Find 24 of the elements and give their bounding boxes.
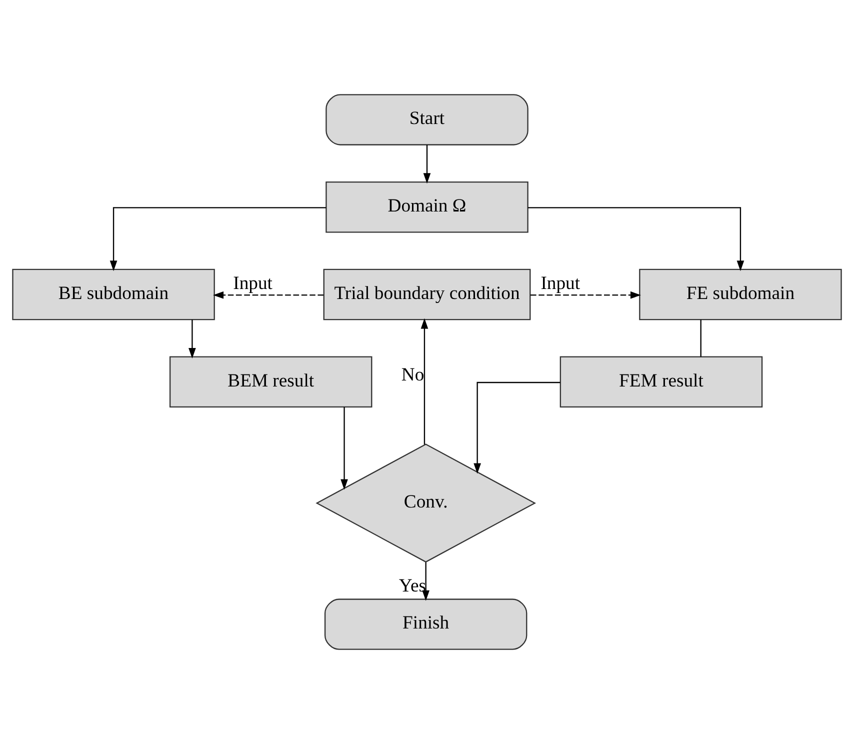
node-box: Trial boundary condition (323, 268, 531, 320)
node-box: Finish (324, 598, 528, 650)
node-box: FEM result (560, 356, 763, 408)
arrow (528, 207, 744, 272)
arrow (474, 382, 560, 474)
edge-label: Input (540, 273, 580, 294)
arrow (340, 407, 348, 490)
node-box: Domain Ω (326, 181, 528, 233)
node-box: FE subdomain (639, 268, 842, 320)
arrow (213, 291, 324, 299)
arrow (110, 207, 326, 272)
node-box: BE subdomain (12, 268, 215, 320)
arrow (420, 318, 428, 444)
node-box: Start (326, 94, 528, 146)
edge-label: Yes (398, 576, 426, 597)
edge-label: Input (233, 273, 272, 294)
connector (700, 320, 702, 357)
arrow (530, 291, 641, 299)
arrow (423, 145, 431, 184)
edge-label: No (401, 364, 424, 386)
arrow (422, 562, 430, 601)
arrow (188, 320, 196, 358)
node-diamond: Conv. (316, 444, 536, 563)
node-box: BEM result (169, 356, 372, 408)
